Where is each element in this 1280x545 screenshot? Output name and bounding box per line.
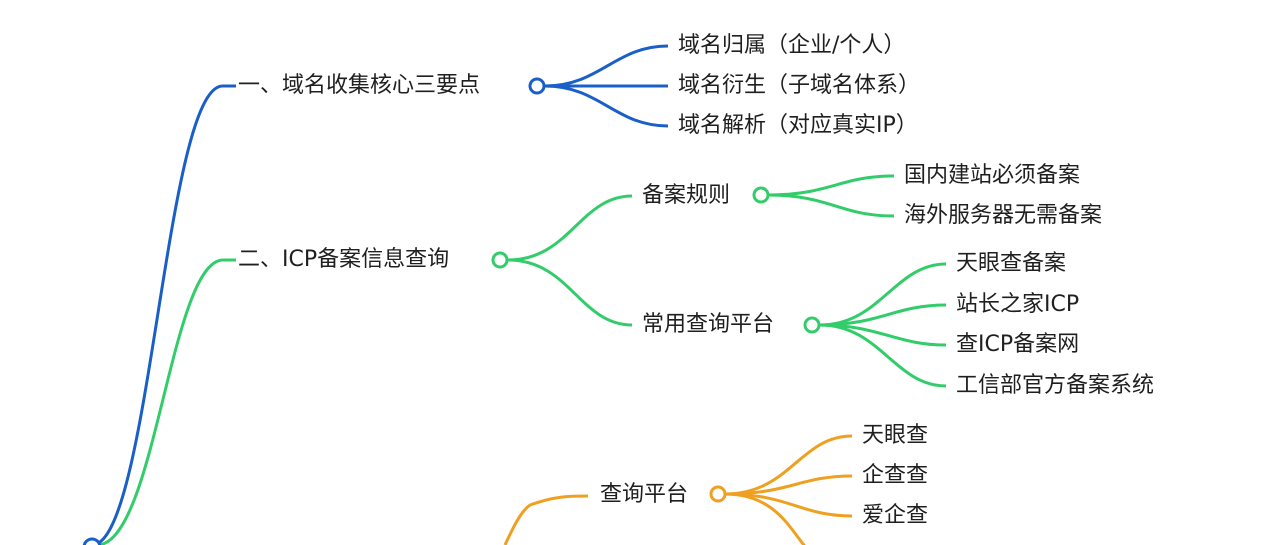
- branch2-sub2-label[interactable]: 常用查询平台: [642, 312, 775, 337]
- branch2-collapse-toggle[interactable]: [491, 251, 509, 269]
- branch2-sub2-child-3[interactable]: 查ICP备案网: [956, 332, 1080, 357]
- branch2-sub2-collapse-toggle[interactable]: [803, 316, 821, 334]
- branch2-sub1-child-2[interactable]: 海外服务器无需备案: [904, 203, 1103, 228]
- branch2-sub2-child-4[interactable]: 工信部官方备案系统: [956, 373, 1155, 398]
- connector-b1-c3: [544, 84, 669, 128]
- connector-root-branch2: [96, 258, 223, 545]
- connector-b2-sub2: [507, 258, 633, 327]
- branch2-label[interactable]: 二、ICP备案信息查询: [238, 247, 450, 272]
- connector-root-branch3: [503, 503, 531, 545]
- branch3-sub1-child-3[interactable]: 爱企查: [862, 503, 929, 528]
- branch2-sub2-child-2[interactable]: 站长之家ICP: [956, 292, 1080, 317]
- branch2-sub1-label[interactable]: 备案规则: [642, 183, 731, 208]
- connector-b3s1-c4: [724, 492, 806, 545]
- connector-root-branch1: [91, 84, 223, 545]
- connector-b2s2-c1: [819, 262, 947, 327]
- branch2-sub1-child-1[interactable]: 国内建站必须备案: [904, 163, 1081, 188]
- connector-b2s1-c2: [767, 193, 895, 218]
- connector-b2-sub1: [507, 194, 633, 262]
- branch3-sub1-label[interactable]: 查询平台: [600, 482, 689, 507]
- branch1-child-1[interactable]: 域名归属（企业/个人）: [678, 33, 906, 58]
- branch3-sub1-child-2[interactable]: 企查查: [862, 463, 929, 488]
- connector-b2s2-c4: [819, 323, 947, 388]
- connector-b1-c1: [544, 44, 669, 88]
- connector-b2s1-c1: [767, 174, 895, 197]
- branch1-child-3[interactable]: 域名解析（对应真实IP）: [678, 113, 918, 138]
- branch1-child-2[interactable]: 域名衍生（子域名体系）: [678, 73, 921, 98]
- branch1-label[interactable]: 一、域名收集核心三要点: [238, 73, 481, 98]
- branch1-collapse-toggle[interactable]: [528, 77, 546, 95]
- connector-b3s1-c1: [724, 434, 853, 496]
- branch2-sub1-collapse-toggle[interactable]: [752, 186, 770, 204]
- branch3-sub1-child-1[interactable]: 天眼查: [862, 423, 929, 448]
- connector-b3-sub1: [529, 494, 589, 507]
- branch2-sub2-child-1[interactable]: 天眼查备案: [956, 251, 1067, 276]
- branch3-sub1-collapse-toggle[interactable]: [709, 485, 727, 503]
- root-node-circle[interactable]: [82, 537, 102, 545]
